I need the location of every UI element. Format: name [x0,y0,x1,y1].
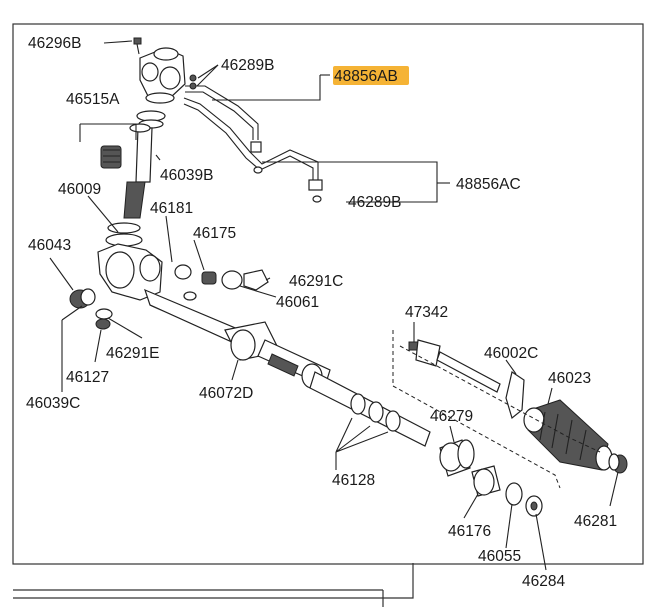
label-46072D: 46072D [199,385,253,402]
part-pressure-pipes [183,74,323,203]
part-clip-46281 [608,453,628,474]
label-46279: 46279 [430,408,473,425]
label-46128: 46128 [332,472,375,489]
part-pinion-shaft [123,123,153,219]
label-46061: 46061 [276,294,319,311]
label-46055: 46055 [478,548,521,565]
part-plug-group [69,288,113,330]
label-46023: 46023 [548,370,591,387]
label-46175: 46175 [193,225,236,242]
part-bushing-46279 [439,439,475,477]
label-46289B-bottom: 46289B [348,194,401,211]
part-tie-rod [408,339,525,420]
inset-frame [13,563,414,599]
label-46176: 46176 [448,523,491,540]
label-46009: 46009 [58,181,101,198]
part-rack-bar [309,371,431,447]
label-48856AC: 48856AC [456,176,521,193]
part-labels: 46296B 46289B 48856AB 46515A 46039B 4885… [26,35,617,590]
label-46039B: 46039B [160,167,213,184]
label-46284: 46284 [522,573,565,590]
part-bolt-46296B [133,37,142,55]
label-47342: 47342 [405,304,448,321]
label-48856AB: 48856AB [334,68,398,85]
label-46039C: 46039C [26,395,80,412]
label-46291E: 46291E [106,345,159,362]
part-seal-46009 [105,222,143,247]
part-rack-tube [224,321,331,389]
part-stopper-group [471,465,543,517]
label-46002C: 46002C [484,345,538,362]
label-46289B-top: 46289B [221,57,274,74]
assembly-dashed-outline [392,330,601,489]
label-46127: 46127 [66,369,109,386]
diagram-frame [12,23,644,565]
label-46515A: 46515A [66,91,120,108]
label-46296B: 46296B [28,35,81,52]
part-rack-housing [97,243,247,353]
leader-lines [49,40,619,571]
label-46281: 46281 [574,513,617,530]
highlight-48856AB [333,66,409,85]
part-boot-46023 [523,399,613,471]
part-seal-46515A [100,110,166,169]
part-adjuster-group [201,269,269,291]
label-46181: 46181 [150,200,193,217]
part-valve-housing [139,47,186,104]
label-46043: 46043 [28,237,71,254]
label-46291C: 46291C [289,273,343,290]
